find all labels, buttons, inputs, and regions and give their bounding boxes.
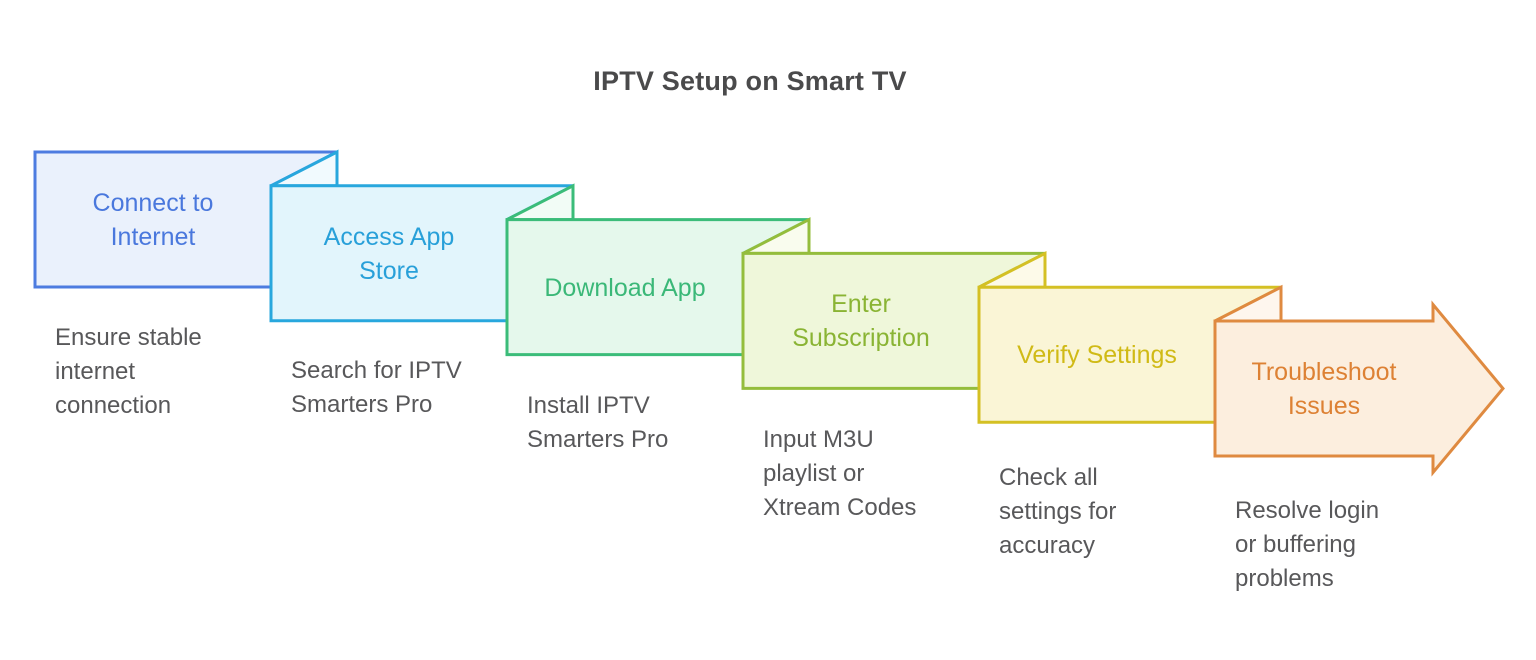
step-4-description: Input M3U playlist or Xtream Codes bbox=[763, 426, 917, 521]
step-6-title: Troubleshoot Issues bbox=[1251, 358, 1397, 420]
step-1-title: Connect to Internet bbox=[92, 189, 214, 251]
step-3-description: Install IPTV Smarters Pro bbox=[527, 392, 669, 453]
step-5-title: Verify Settings bbox=[1017, 341, 1177, 369]
step-6-description: Resolve login or buffering problems bbox=[1235, 497, 1380, 592]
step-2-title: Access App Store bbox=[323, 223, 455, 285]
diagram-title: IPTV Setup on Smart TV bbox=[593, 66, 907, 96]
step-4-title: Enter Subscription bbox=[792, 290, 930, 352]
step-3-title: Download App bbox=[544, 274, 706, 302]
step-1-description: Ensure stable internet connection bbox=[55, 324, 202, 419]
step-5-description: Check all settings for accuracy bbox=[999, 464, 1117, 559]
step-6-arrow-shape bbox=[1213, 300, 1505, 477]
step-2-description: Search for IPTV Smarters Pro bbox=[291, 357, 462, 418]
